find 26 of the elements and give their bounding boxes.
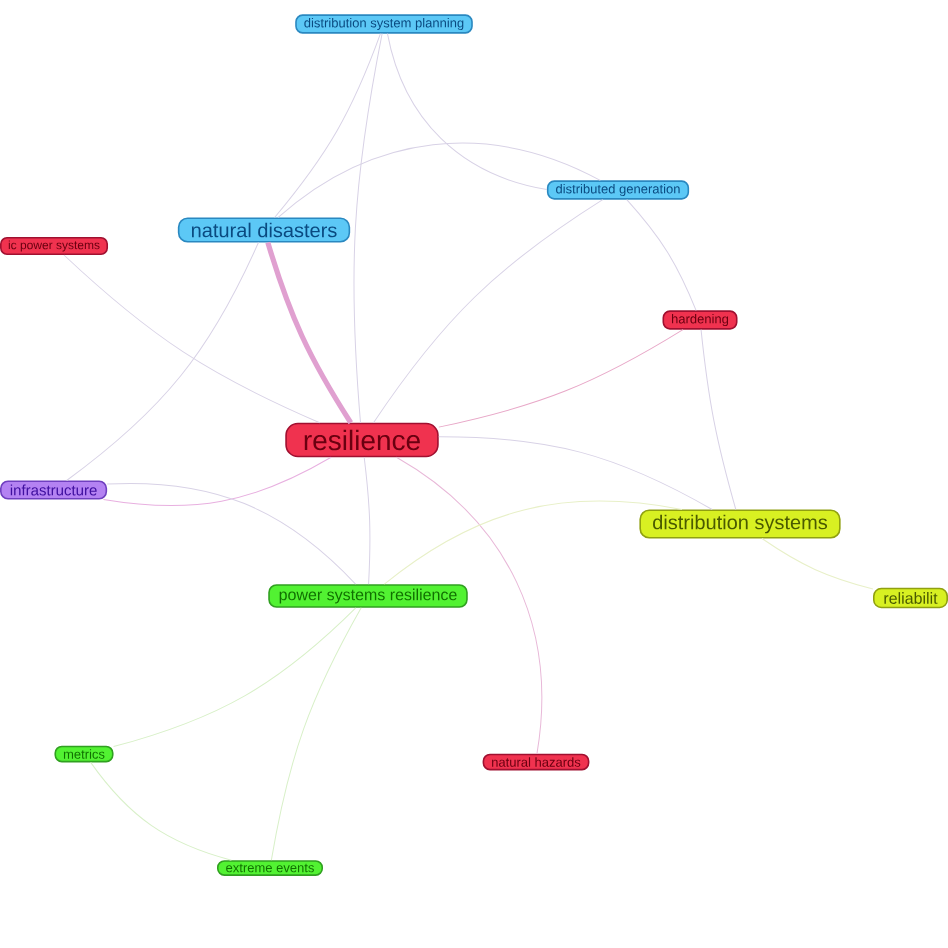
connector-line bbox=[353, 33, 383, 424]
keyword-box: reliabilit bbox=[872, 587, 948, 609]
connector-line bbox=[438, 329, 684, 428]
connector-line bbox=[63, 254, 321, 424]
connector-line bbox=[373, 199, 604, 424]
connector-line bbox=[66, 242, 259, 481]
connector-line bbox=[626, 199, 697, 311]
connector-line bbox=[700, 329, 737, 510]
connector-line bbox=[270, 607, 362, 861]
connector-line bbox=[386, 33, 548, 191]
connector-line bbox=[363, 456, 371, 585]
connector-line bbox=[265, 241, 353, 425]
connector-line bbox=[395, 456, 543, 755]
connector-line bbox=[438, 436, 713, 510]
connector-line bbox=[383, 500, 683, 585]
keyword-box: distribution systems bbox=[639, 509, 841, 539]
connector-line bbox=[277, 142, 601, 218]
connector-line bbox=[90, 761, 232, 861]
keyword-box: natural disasters bbox=[177, 217, 351, 243]
connector-line bbox=[761, 538, 874, 590]
connector-line bbox=[106, 482, 357, 585]
keyword-box: power systems resilience bbox=[268, 584, 468, 608]
connector-line bbox=[102, 456, 332, 507]
connector-line bbox=[274, 33, 381, 218]
keyword-box: resilience bbox=[285, 422, 439, 458]
connector-line bbox=[113, 607, 357, 748]
